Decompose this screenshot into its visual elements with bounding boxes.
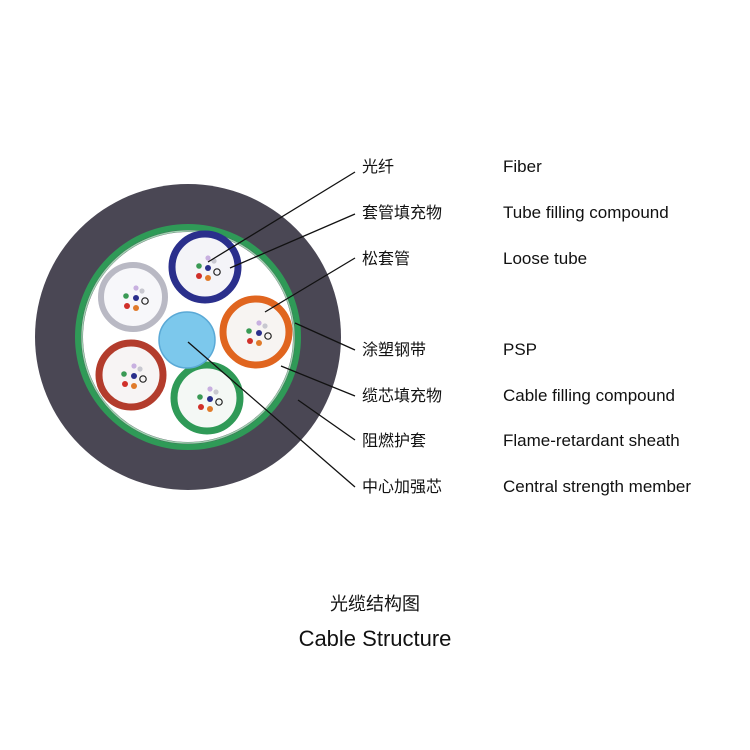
label-loose-tube-zh: 松套管 <box>362 249 411 268</box>
loose-tube-orange <box>219 295 293 369</box>
label-loose-tube-en: Loose tube <box>503 249 588 268</box>
leader-line-loose-tube <box>264 257 356 313</box>
loose-tube-green <box>170 361 244 435</box>
leader-line-cable-filling <box>280 365 356 397</box>
label-tube-filling-en: Tube filling compound <box>503 203 669 222</box>
loose-tube-blue <box>168 230 242 304</box>
label-sheath-zh: 阻燃护套 <box>362 431 427 450</box>
label-sheath-en: Flame-retardant sheath <box>503 431 680 450</box>
label-fiber-en: Fiber <box>503 157 542 176</box>
leader-line-psp <box>294 322 356 351</box>
label-psp-en: PSP <box>503 340 538 359</box>
loose-tube-red <box>95 339 167 411</box>
caption-title-zh: 光缆结构图 <box>330 594 420 615</box>
leader-line-central-member <box>187 341 356 488</box>
psp-ring-inner-edge <box>81 230 295 444</box>
leader-line-fiber <box>207 171 356 263</box>
label-central-member-en: Central strength member <box>503 477 692 496</box>
label-fiber-zh: 光纤 <box>362 157 395 176</box>
label-psp-zh: 涂塑钢带 <box>362 340 427 359</box>
loose-tube-grey <box>98 262 168 332</box>
label-cable-filling-en: Cable filling compound <box>503 386 675 405</box>
leader-lines <box>187 171 356 488</box>
label-central-member-zh: 中心加强芯 <box>362 477 443 496</box>
caption-title-en: Cable Structure <box>298 626 452 651</box>
central-strength-member <box>158 311 216 369</box>
leader-line-tube-filling <box>229 213 356 269</box>
psp-ring <box>75 224 301 450</box>
label-cable-filling-zh: 缆芯填充物 <box>362 386 443 405</box>
leader-line-sheath <box>297 399 356 441</box>
label-tube-filling-zh: 套管填充物 <box>362 203 443 222</box>
